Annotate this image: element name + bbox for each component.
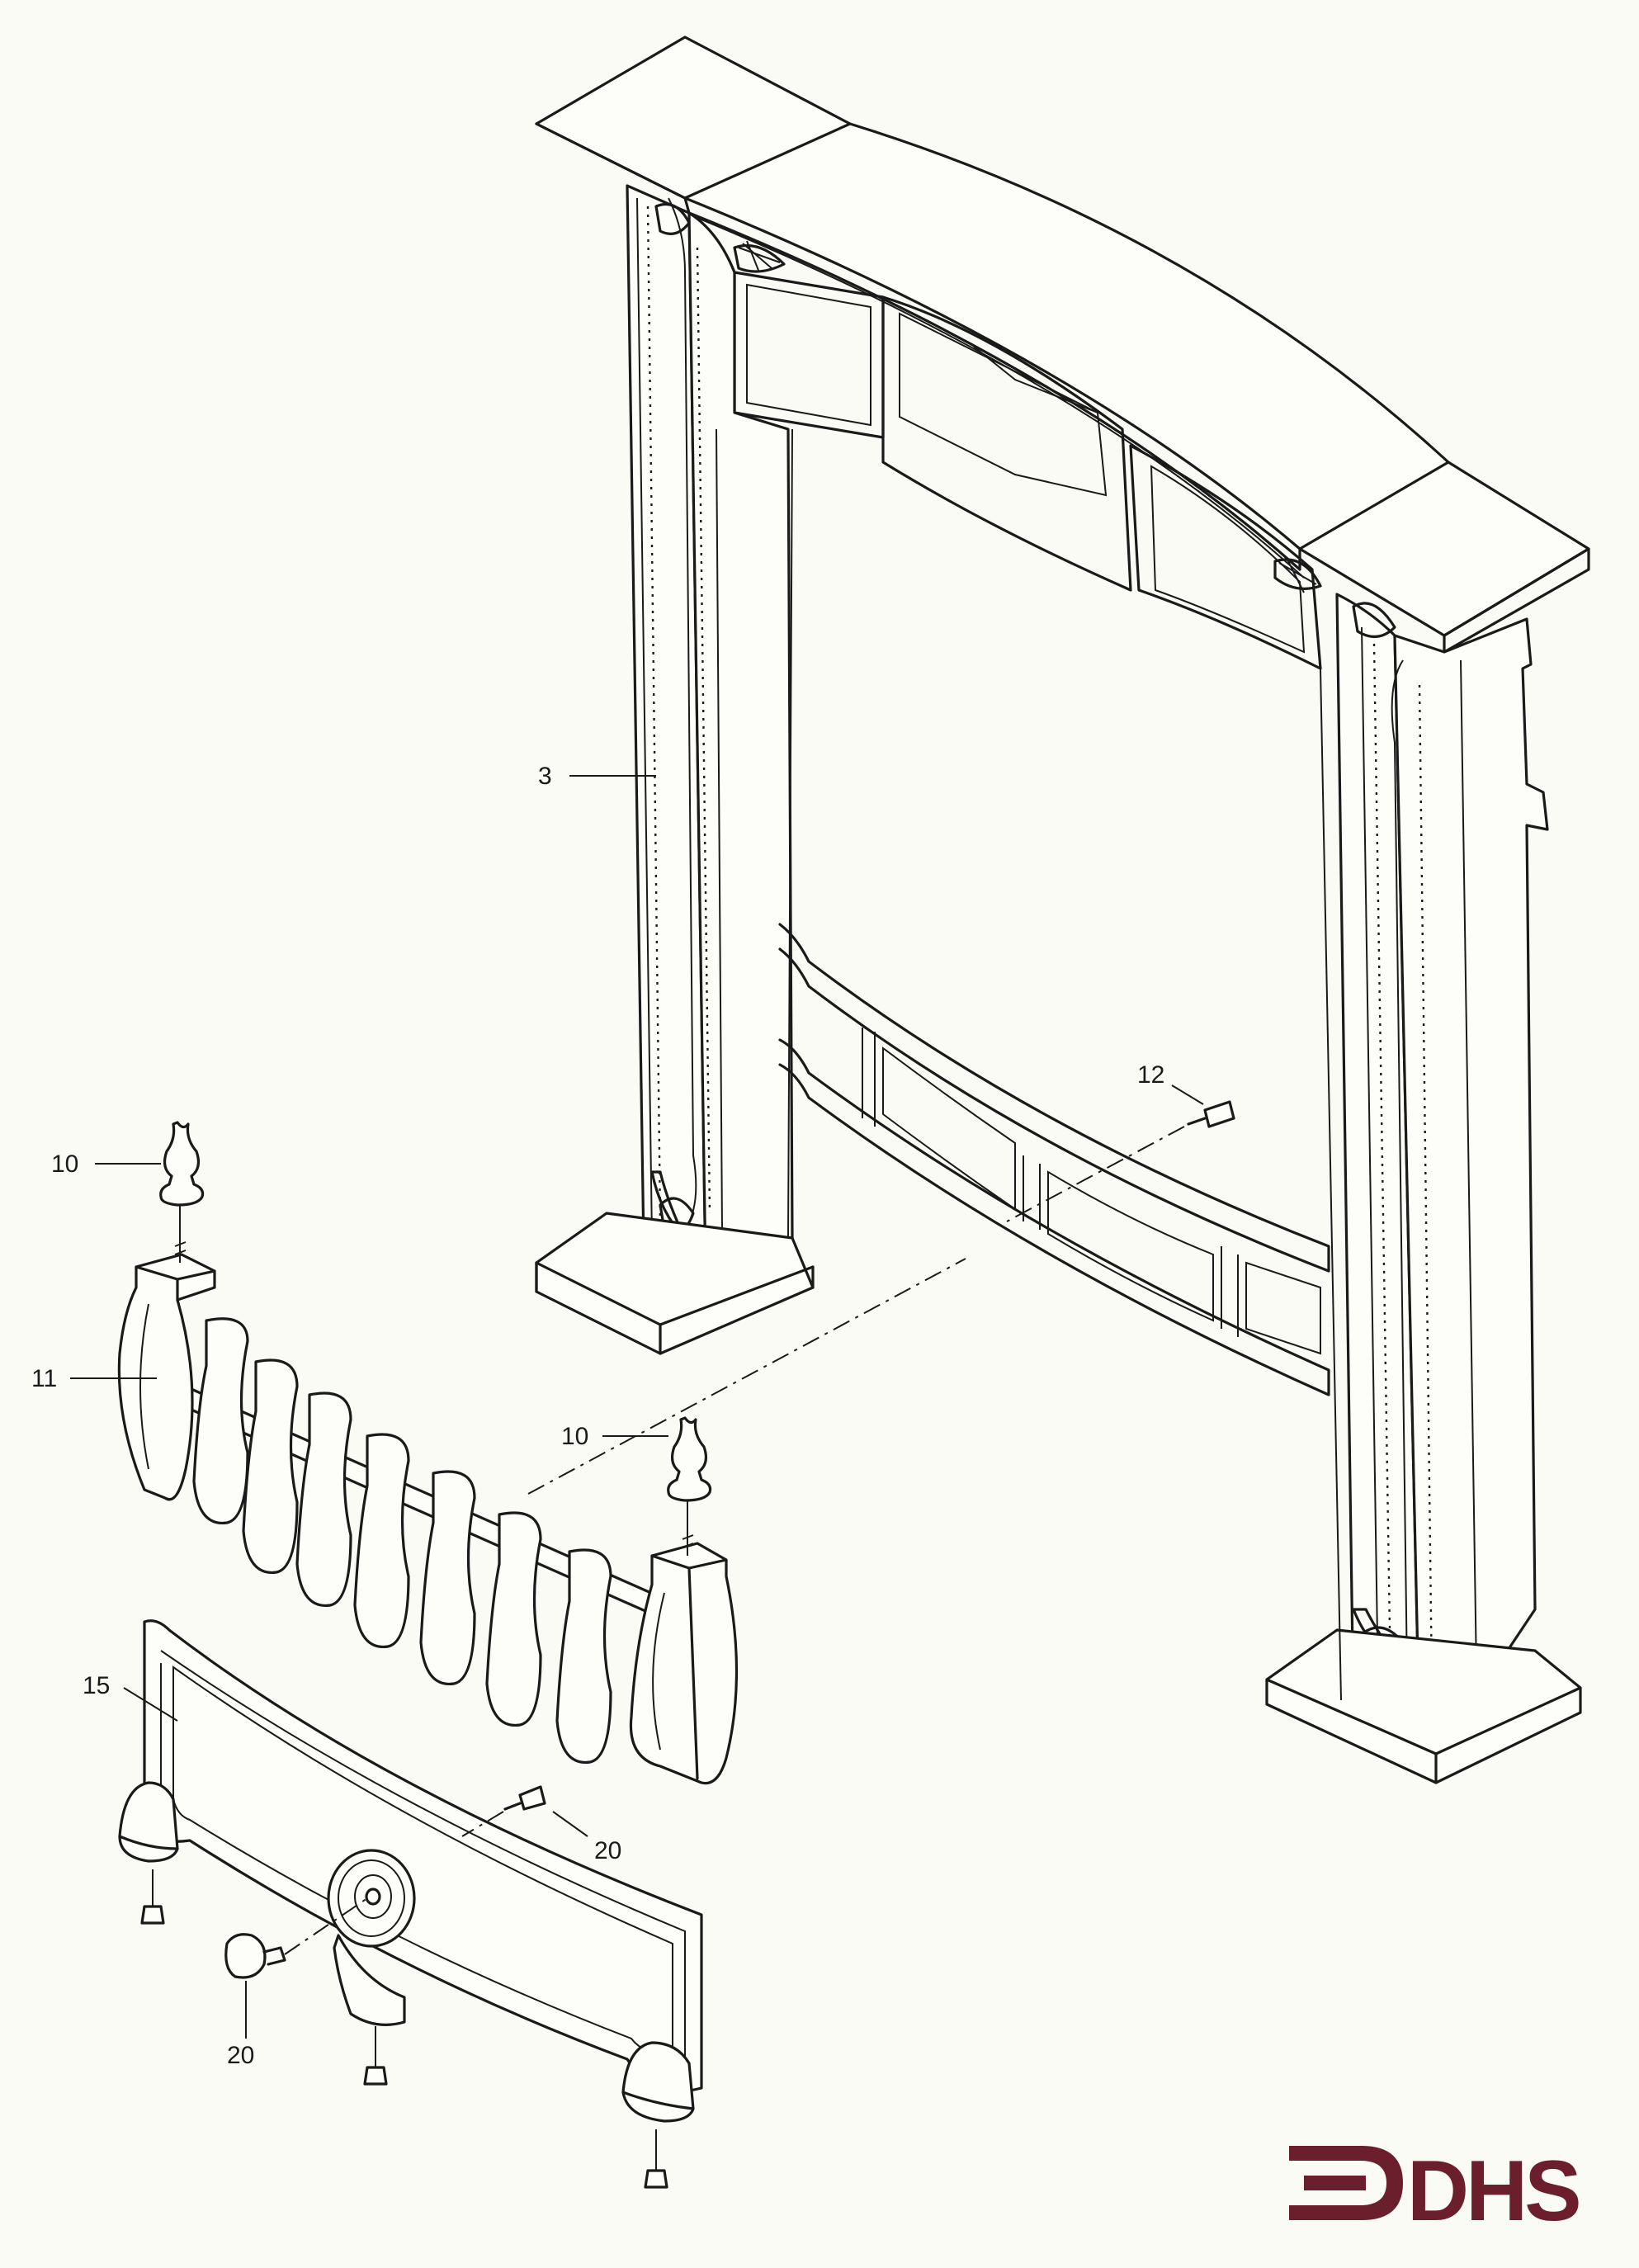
callout-15: 15 [83, 1672, 178, 1722]
assembly-line-knob [284, 1897, 368, 1955]
finial-part-10-right [667, 1416, 712, 1556]
screw-part-12 [1187, 1100, 1235, 1128]
fender-centre-boss [327, 1849, 416, 1948]
screw-part-20 [503, 1785, 546, 1811]
svg-text:20: 20 [227, 2042, 254, 2069]
assembly-line-20 [461, 1811, 504, 1837]
svg-text:3: 3 [538, 763, 552, 790]
svg-text:20: 20 [594, 1837, 621, 1864]
assembly-line-fret [527, 1258, 966, 1495]
dhs-logo-mark [1289, 2146, 1403, 2220]
svg-text:10: 10 [561, 1423, 588, 1450]
fender-screws [140, 1869, 668, 2189]
fire-surround-part-3 [535, 35, 1590, 1784]
callout-12: 12 [1137, 1061, 1204, 1105]
fret-part-11 [117, 1253, 739, 1785]
finial-part-10-left [159, 1121, 205, 1263]
fender-part-15 [118, 1619, 703, 2123]
svg-text:10: 10 [51, 1151, 78, 1178]
knob-part-20 [224, 1933, 286, 1979]
svg-text:15: 15 [83, 1672, 110, 1699]
fret-lobes [192, 1317, 612, 1764]
dhs-logo: DHS [1289, 2143, 1582, 2239]
callout-3: 3 [538, 763, 656, 790]
svg-text:11: 11 [31, 1365, 57, 1392]
dhs-logo-text: DHS [1407, 2143, 1579, 2239]
svg-text:12: 12 [1137, 1061, 1164, 1089]
callout-20-right: 20 [552, 1811, 621, 1864]
callout-10-right: 10 [561, 1423, 668, 1450]
callout-11: 11 [31, 1365, 157, 1392]
callout-10-left: 10 [51, 1151, 161, 1178]
callout-20-left: 20 [227, 1981, 254, 2069]
